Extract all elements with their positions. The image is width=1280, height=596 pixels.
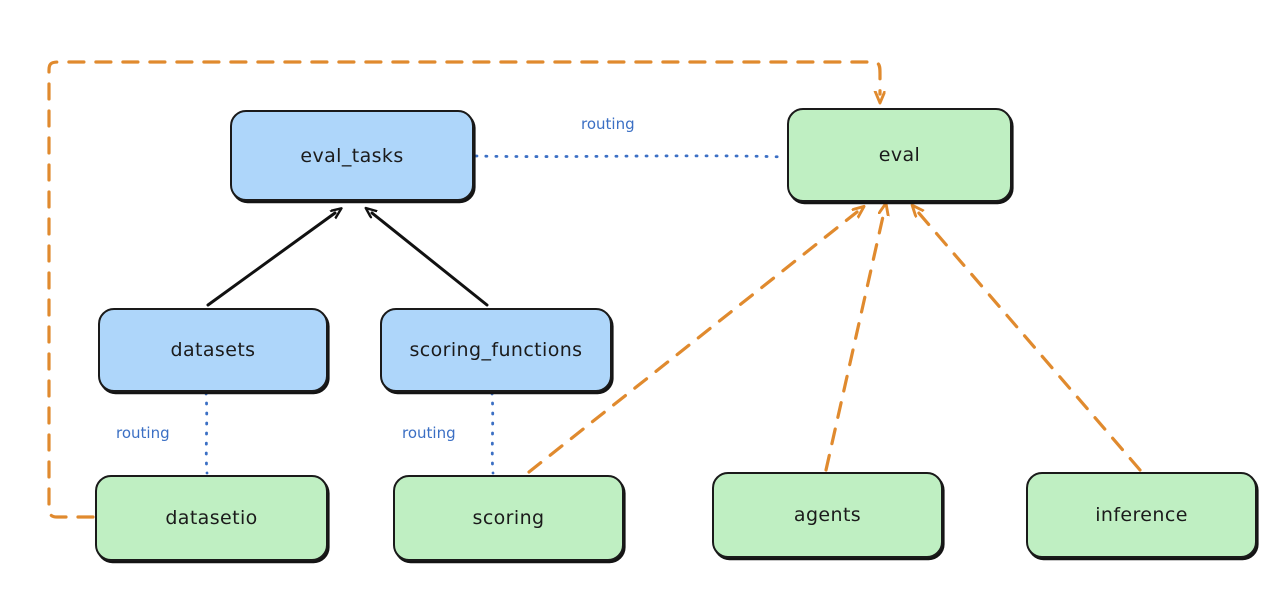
edge-eval-tasks-to-eval (474, 154, 787, 159)
node-datasetio[interactable]: datasetio (95, 475, 328, 561)
node-label-eval-tasks: eval_tasks (300, 144, 404, 167)
node-eval[interactable]: eval (787, 108, 1012, 202)
node-label-datasets: datasets (170, 339, 256, 361)
edge-label-routing-datasets: routing (113, 424, 173, 442)
edge-scoring-functions-to-eval-tasks (372, 213, 489, 307)
edge-datasets-to-datasetio (204, 391, 209, 475)
node-label-scoring: scoring (472, 507, 545, 529)
node-datasets[interactable]: datasets (98, 308, 328, 392)
edge-agents-to-eval (824, 212, 884, 472)
node-label-datasetio: datasetio (165, 507, 258, 529)
node-eval-tasks[interactable]: eval_tasks (230, 110, 474, 201)
edge-datasets-to-eval-tasks (206, 213, 335, 307)
edge-scoring-functions-to-scoring (490, 391, 495, 475)
edge-label-routing-scoring: routing (399, 424, 459, 442)
node-scoring-functions[interactable]: scoring_functions (380, 308, 612, 392)
node-scoring[interactable]: scoring (393, 475, 624, 561)
node-label-agents: agents (793, 504, 862, 526)
edge-label-routing-eval: routing (578, 115, 638, 133)
node-inference[interactable]: inference (1026, 472, 1257, 558)
node-label-scoring-functions: scoring_functions (409, 339, 583, 361)
node-label-eval: eval (878, 144, 921, 166)
edge-inference-to-eval (918, 212, 1142, 472)
node-agents[interactable]: agents (712, 472, 943, 558)
node-label-inference: inference (1095, 504, 1188, 526)
